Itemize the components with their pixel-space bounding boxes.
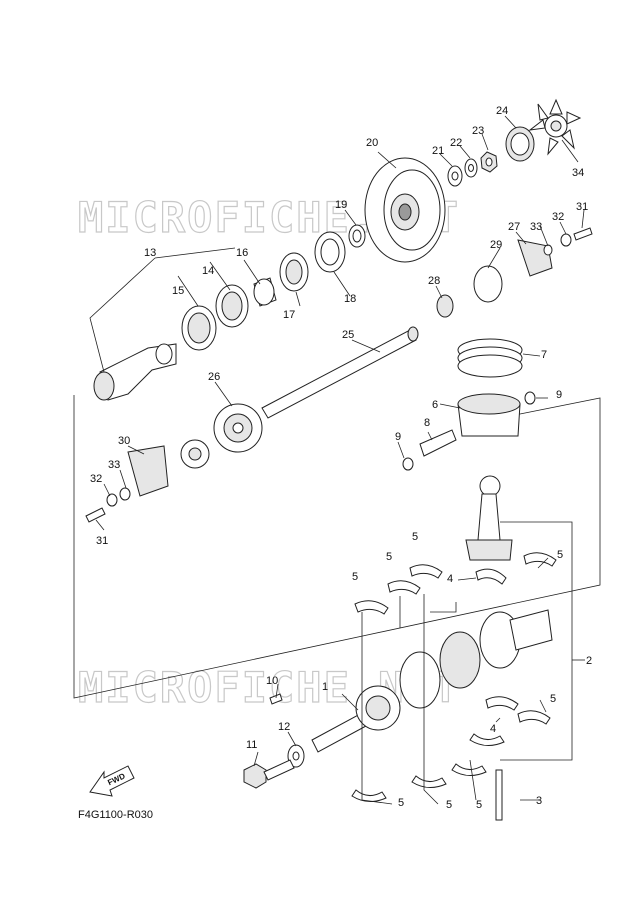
- callout-9-left: 9: [395, 431, 401, 443]
- part-34-fan[interactable]: [528, 98, 582, 156]
- part-1-crankshaft[interactable]: [311, 609, 553, 753]
- callout-19: 19: [335, 199, 347, 211]
- part-12-washer[interactable]: [287, 744, 305, 768]
- callout-5-g: 5: [446, 799, 452, 811]
- part-6-piston[interactable]: [457, 393, 521, 437]
- callout-6: 6: [432, 399, 438, 411]
- part-24-collar[interactable]: [505, 126, 535, 162]
- part-26-gear[interactable]: [213, 403, 263, 453]
- part-22-washer[interactable]: [464, 158, 478, 178]
- bearing-shell-3[interactable]: [409, 564, 443, 579]
- gear-small-left[interactable]: [180, 439, 210, 469]
- part-9-clip-left[interactable]: [402, 457, 414, 471]
- part-31-bolt-left[interactable]: [85, 507, 106, 523]
- callout-16: 16: [236, 247, 248, 259]
- callout-5-d: 5: [557, 549, 563, 561]
- callout-23: 23: [472, 125, 484, 137]
- part-28-bearing[interactable]: [436, 294, 454, 318]
- bearing-shell-11[interactable]: [469, 733, 505, 746]
- callout-18: 18: [344, 293, 356, 305]
- part-13-shaft-drive[interactable]: [93, 343, 177, 401]
- callout-13: 13: [144, 247, 156, 259]
- callout-21: 21: [432, 145, 444, 157]
- callout-5-f: 5: [398, 797, 404, 809]
- part-20-flywheel[interactable]: [364, 157, 446, 263]
- part-15-bearing[interactable]: [181, 305, 217, 351]
- leader-lines: [89, 115, 585, 805]
- callout-1: 1: [322, 681, 328, 693]
- callout-4-lower: 4: [490, 723, 496, 735]
- part-32-washer-left[interactable]: [106, 493, 118, 507]
- callout-20: 20: [366, 137, 378, 149]
- callout-32-left: 32: [90, 473, 102, 485]
- part-30-weight[interactable]: [127, 445, 169, 497]
- part-21-washer[interactable]: [447, 165, 463, 187]
- callout-5-b: 5: [386, 551, 392, 563]
- connecting-rod[interactable]: [465, 475, 513, 561]
- fwd-arrow-icon: [89, 765, 135, 797]
- callout-15: 15: [172, 285, 184, 297]
- callout-5-c: 5: [412, 531, 418, 543]
- callout-2: 2: [586, 655, 592, 667]
- part-11-bolt[interactable]: [243, 759, 295, 789]
- part-17-seal[interactable]: [279, 252, 309, 292]
- bearing-shell-4[interactable]: [523, 552, 557, 567]
- callout-32-top: 32: [552, 211, 564, 223]
- bearing-shell-8[interactable]: [351, 789, 387, 802]
- callout-33-left: 33: [108, 459, 120, 471]
- part-32-washer-top[interactable]: [560, 233, 572, 247]
- callout-10: 10: [266, 675, 278, 687]
- bearing-shell-1[interactable]: [354, 600, 389, 615]
- callout-22: 22: [450, 137, 462, 149]
- part-25-shaft[interactable]: [261, 326, 419, 419]
- part-3-rod-bolt[interactable]: [495, 769, 503, 821]
- callout-5-a: 5: [352, 571, 358, 583]
- diagram-code: F4G1100-R030: [78, 809, 153, 821]
- callout-5-e: 5: [550, 693, 556, 705]
- part-16-bushing[interactable]: [253, 277, 277, 307]
- part-19-washer[interactable]: [348, 224, 366, 248]
- callout-24: 24: [496, 105, 508, 117]
- part-31-bolt-top[interactable]: [573, 227, 593, 241]
- bearing-shell-6[interactable]: [517, 710, 551, 725]
- callout-31-top: 31: [576, 201, 588, 213]
- callout-28: 28: [428, 275, 440, 287]
- callout-29: 29: [490, 239, 502, 251]
- callout-27: 27: [508, 221, 520, 233]
- callout-4-upper: 4: [447, 573, 453, 585]
- part-27-weight[interactable]: [517, 239, 553, 277]
- callout-9-right: 9: [556, 389, 562, 401]
- callout-25: 25: [342, 329, 354, 341]
- callout-11: 11: [246, 739, 257, 751]
- callout-34: 34: [572, 167, 584, 179]
- callout-31-left: 31: [96, 535, 108, 547]
- bearing-shell-2[interactable]: [387, 580, 421, 595]
- callout-7: 7: [541, 349, 547, 361]
- bearing-shell-9[interactable]: [411, 775, 447, 788]
- callout-30: 30: [118, 435, 130, 447]
- part-7-piston-rings[interactable]: [457, 338, 523, 378]
- part-9-clip-right[interactable]: [524, 391, 536, 405]
- callout-5-h: 5: [476, 799, 482, 811]
- callout-17: 17: [283, 309, 295, 321]
- callout-14: 14: [202, 265, 214, 277]
- bearing-shell-7[interactable]: [485, 696, 519, 711]
- callout-33-top: 33: [530, 221, 542, 233]
- callout-12: 12: [278, 721, 290, 733]
- part-14-bearing[interactable]: [215, 284, 249, 328]
- part-29-clip[interactable]: [473, 265, 503, 303]
- part-23-nut[interactable]: [480, 151, 498, 173]
- bearing-shell-10[interactable]: [451, 763, 487, 776]
- part-33-washer-top[interactable]: [543, 244, 553, 256]
- bearing-shell-5[interactable]: [475, 568, 507, 585]
- part-33-washer-left[interactable]: [119, 487, 131, 501]
- part-8-piston-pin[interactable]: [419, 429, 457, 457]
- part-18-seal[interactable]: [314, 231, 346, 273]
- callout-8: 8: [424, 417, 430, 429]
- callout-26: 26: [208, 371, 220, 383]
- assembly-boundary-line: [73, 395, 601, 699]
- callout-3: 3: [536, 795, 542, 807]
